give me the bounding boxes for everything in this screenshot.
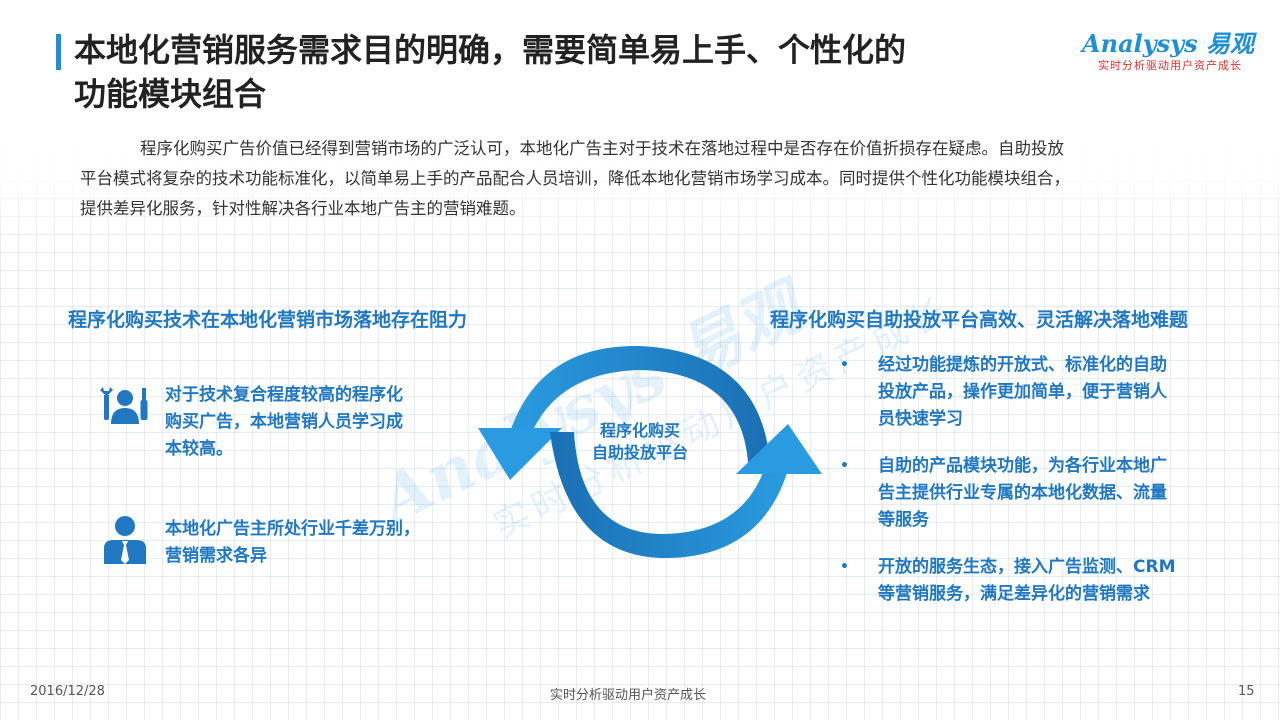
businessman-icon — [98, 514, 152, 568]
bullet-line: 等服务 — [878, 510, 929, 530]
page-number: 15 — [1238, 684, 1255, 699]
title-accent-bar — [56, 34, 61, 70]
left-point-text: 对于技术复合程度较高的程序化 购买广告，本地营销人员学习成 本较高。 — [165, 382, 403, 463]
analysys-logo: Analysys 易观 实时分析驱动用户资产成长 — [1082, 24, 1262, 80]
bullet-line: 告主提供行业专属的本地化数据、流量 — [878, 483, 1167, 503]
logo-tagline: 实时分析驱动用户资产成长 — [1098, 59, 1242, 72]
intro-paragraph: 程序化购买广告价值已经得到营销市场的广泛认可，本地化广告主对于技术在落地过程中是… — [80, 134, 1220, 224]
right-bullet-list: • 经过功能提炼的开放式、标准化的自助 投放产品，操作更加简单，便于营销人 员快… — [840, 352, 1240, 628]
page-title-line: 本地化营销服务需求目的明确，需要简单易上手、个性化的 — [74, 31, 907, 69]
cycle-label-line: 自助投放平台 — [591, 443, 688, 462]
left-point-line: 本较高。 — [165, 439, 233, 459]
bullet-line: 开放的服务生态，接入广告监测、CRM — [878, 557, 1176, 577]
footer-date: 2016/12/28 — [30, 684, 105, 699]
page-title-line: 功能模块组合 — [74, 75, 267, 113]
intro-line: 平台模式将复杂的技术功能标准化，以简单易上手的产品配合人员培训，降低本地化营销市… — [80, 169, 1070, 188]
bullet-line: 员快速学习 — [878, 409, 963, 429]
bullet-line: 经过功能提炼的开放式、标准化的自助 — [878, 355, 1167, 375]
cycle-bottom-arrow — [550, 432, 788, 559]
bullet-line: 等营销服务，满足差异化的营销需求 — [878, 584, 1150, 604]
cycle-center-label: 程序化购买 自助投放平台 — [570, 420, 710, 464]
page-title: 本地化营销服务需求目的明确，需要简单易上手、个性化的 功能模块组合 — [74, 28, 1074, 116]
bullet-item: • 自助的产品模块功能，为各行业本地广 告主提供行业专属的本地化数据、流量 等服… — [840, 453, 1240, 534]
cycle-label-line: 程序化购买 — [599, 421, 680, 440]
bullet-line: 投放产品，操作更加简单，便于营销人 — [878, 382, 1167, 402]
intro-line: 程序化购买广告价值已经得到营销市场的广泛认可，本地化广告主对于技术在落地过程中是… — [140, 139, 1064, 158]
technician-tools-icon — [98, 384, 152, 438]
bullet-item: • 经过功能提炼的开放式、标准化的自助 投放产品，操作更加简单，便于营销人 员快… — [840, 352, 1240, 433]
left-point-line: 营销需求各异 — [165, 546, 267, 566]
header-backdrop — [0, 0, 1280, 240]
left-point-line: 本地化广告主所处行业千差万别， — [165, 519, 420, 539]
left-point-text: 本地化广告主所处行业千差万别， 营销需求各异 — [165, 516, 420, 570]
bullet-dot-icon: • — [840, 458, 849, 474]
right-section-heading: 程序化购买自助投放平台高效、灵活解决落地难题 — [770, 309, 1189, 331]
left-point-line: 对于技术复合程度较高的程序化 — [165, 385, 403, 405]
bullet-item: • 开放的服务生态，接入广告监测、CRM 等营销服务，满足差异化的营销需求 — [840, 554, 1240, 608]
cycle-diagram — [470, 332, 830, 572]
logo-brand: Analysys 易观 — [1082, 29, 1255, 58]
left-section-heading: 程序化购买技术在本地化营销市场落地存在阻力 — [68, 309, 468, 331]
bullet-dot-icon: • — [840, 559, 849, 575]
footer-slogan: 实时分析驱动用户资产成长 — [550, 688, 707, 703]
cycle-top-arrow — [510, 345, 770, 462]
left-point-line: 购买广告，本地营销人员学习成 — [165, 412, 403, 432]
bullet-dot-icon: • — [840, 357, 849, 373]
bullet-line: 自助的产品模块功能，为各行业本地广 — [878, 456, 1167, 476]
cycle-bottom-arrowhead — [736, 424, 822, 474]
intro-line: 提供差异化服务，针对性解决各行业本地广告主的营销难题。 — [80, 199, 526, 218]
cycle-top-arrowhead — [478, 428, 562, 480]
